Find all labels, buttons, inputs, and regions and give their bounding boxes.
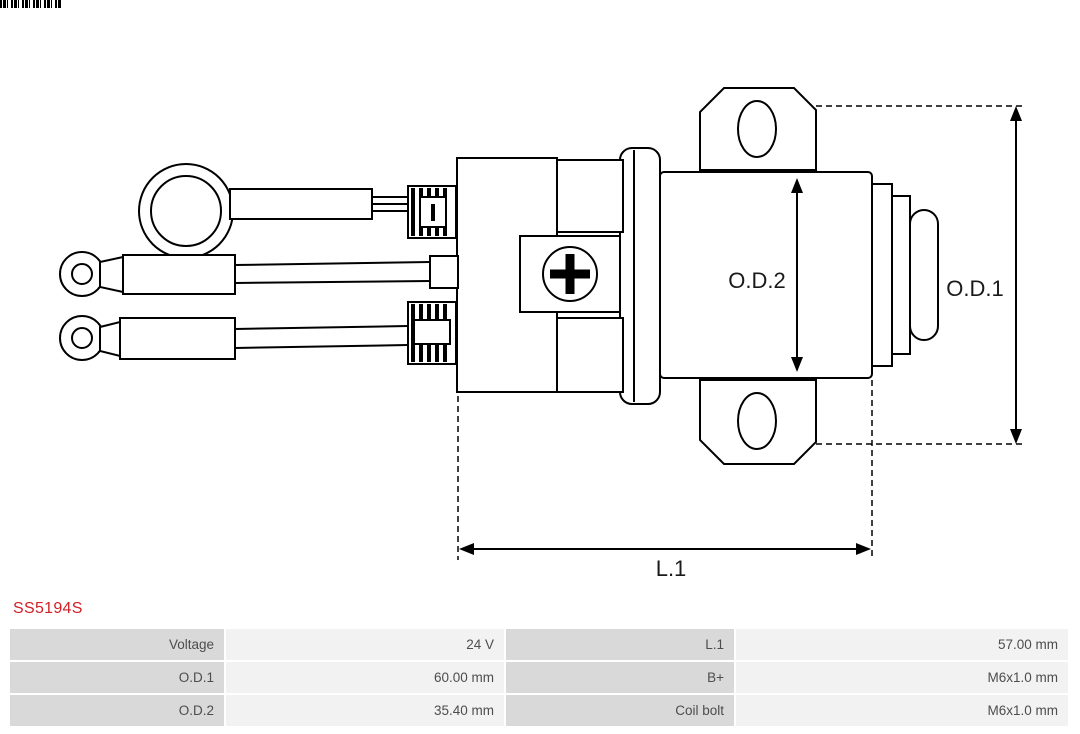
main-cable: [229, 188, 373, 220]
crimp-middle: [122, 254, 236, 295]
end-cap-step1: [871, 183, 893, 367]
dim-label-od1: O.D.1: [946, 276, 1003, 301]
end-cap-step2: [891, 195, 911, 355]
striped-connector-bottom: [407, 301, 457, 365]
spec-value-coil-bolt: M6x1.0 mm: [736, 695, 1068, 726]
spec-value-od1: 60.00 mm: [226, 662, 504, 693]
phillips-cross-icon: [550, 254, 590, 294]
dim-label-l1: L.1: [656, 556, 687, 581]
dimension-lines: [457, 105, 1024, 560]
spec-value-l1: 57.00 mm: [736, 629, 1068, 660]
spec-label-od2: O.D.2: [10, 695, 224, 726]
bracket-slot-bottom-icon: [737, 392, 777, 450]
spec-label-bplus: B+: [506, 662, 734, 693]
spec-value-od2: 35.40 mm: [226, 695, 504, 726]
spec-label-l1: L.1: [506, 629, 734, 660]
end-cap-tip: [909, 209, 939, 341]
flange-disc: [619, 147, 661, 405]
dimension-labels: O.D.2 O.D.1 L.1: [656, 268, 1004, 581]
striped-connector-top: [407, 185, 457, 239]
bracket-slot-top-icon: [737, 100, 777, 158]
spec-label-coil-bolt: Coil bolt: [506, 695, 734, 726]
crimp-bottom: [119, 317, 236, 360]
product-technical-drawing: O.D.2 O.D.1 L.1: [59, 87, 1024, 581]
dim-label-od2: O.D.2: [728, 268, 785, 293]
dimension-arrowheads: [459, 106, 1022, 555]
spec-table: Voltage 24 V L.1 57.00 mm O.D.1 60.00 mm…: [10, 629, 1070, 726]
spec-label-voltage: Voltage: [10, 629, 224, 660]
part-number: SS5194S: [13, 600, 83, 617]
spec-value-bplus: M6x1.0 mm: [736, 662, 1068, 693]
barcode: [0, 0, 62, 8]
cables-and-terminals: [59, 163, 459, 361]
housing-top-block: [556, 159, 624, 233]
spec-label-od1: O.D.1: [10, 662, 224, 693]
spec-value-voltage: 24 V: [226, 629, 504, 660]
housing-bottom-block: [556, 317, 624, 393]
lead-end-middle: [429, 255, 459, 289]
solenoid-outline: [456, 87, 939, 465]
